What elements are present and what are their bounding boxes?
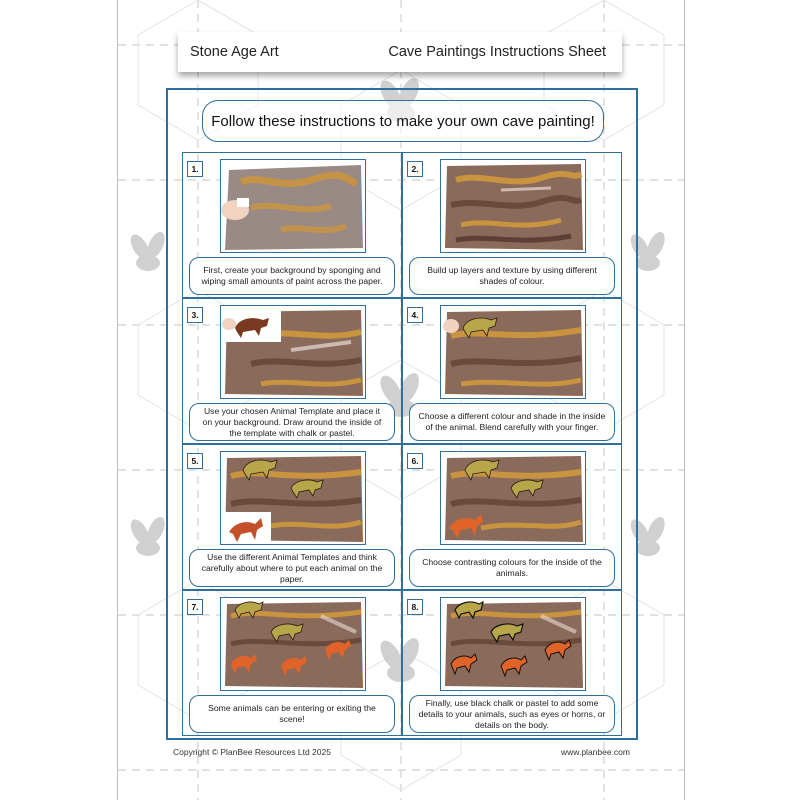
step-5: 5. Use the different Animal Templates an… — [182, 444, 402, 590]
step-2-photo — [440, 159, 586, 253]
step-number: 1. — [187, 161, 203, 177]
step-caption: Use the different Animal Templates and t… — [189, 549, 395, 587]
step-4: 4. Choose a different colour and shade i… — [402, 298, 622, 444]
step-1: 1. First, create your background by spon… — [182, 152, 402, 298]
step-number: 3. — [187, 307, 203, 323]
step-4-photo — [440, 305, 586, 399]
step-7: 7. Some animals can be entering or exiti… — [182, 590, 402, 736]
step-caption: Choose contrasting colours for the insid… — [409, 549, 615, 587]
header-bar: Stone Age Art Cave Paintings Instruction… — [178, 32, 622, 72]
step-2: 2. Build up layers and texture by using … — [402, 152, 622, 298]
subject-title: Stone Age Art — [190, 44, 279, 60]
step-number: 8. — [407, 599, 423, 615]
step-number: 4. — [407, 307, 423, 323]
step-caption: Build up layers and texture by using dif… — [409, 257, 615, 295]
step-1-photo — [220, 159, 366, 253]
step-6: 6. Choose contrasting colours for the in… — [402, 444, 622, 590]
step-caption: First, create your background by spongin… — [189, 257, 395, 295]
content-frame — [166, 88, 638, 740]
step-caption: Use your chosen Animal Template and plac… — [189, 403, 395, 441]
steps-grid: 1. First, create your background by spon… — [182, 152, 622, 738]
step-6-photo — [440, 451, 586, 545]
step-number: 5. — [187, 453, 203, 469]
instruction-sheet: Stone Age Art Cave Paintings Instruction… — [117, 0, 685, 800]
step-caption: Choose a different colour and shade in t… — [409, 403, 615, 441]
website-link[interactable]: www.planbee.com — [561, 747, 630, 757]
step-number: 6. — [407, 453, 423, 469]
step-8-photo — [440, 597, 586, 691]
step-caption: Finally, use black chalk or pastel to ad… — [409, 695, 615, 733]
step-caption: Some animals can be entering or exiting … — [189, 695, 395, 733]
copyright-text: Copyright © PlanBee Resources Ltd 2025 — [173, 747, 331, 757]
step-3: 3. Use your chosen Animal Template and p… — [182, 298, 402, 444]
step-number: 7. — [187, 599, 203, 615]
step-5-photo — [220, 451, 366, 545]
step-7-photo — [220, 597, 366, 691]
step-8: 8. Finally, use black chalk or pastel to… — [402, 590, 622, 736]
sheet-title: Cave Paintings Instructions Sheet — [388, 44, 606, 60]
step-number: 2. — [407, 161, 423, 177]
step-3-photo — [220, 305, 366, 399]
intro-banner: Follow these instructions to make your o… — [202, 100, 604, 142]
